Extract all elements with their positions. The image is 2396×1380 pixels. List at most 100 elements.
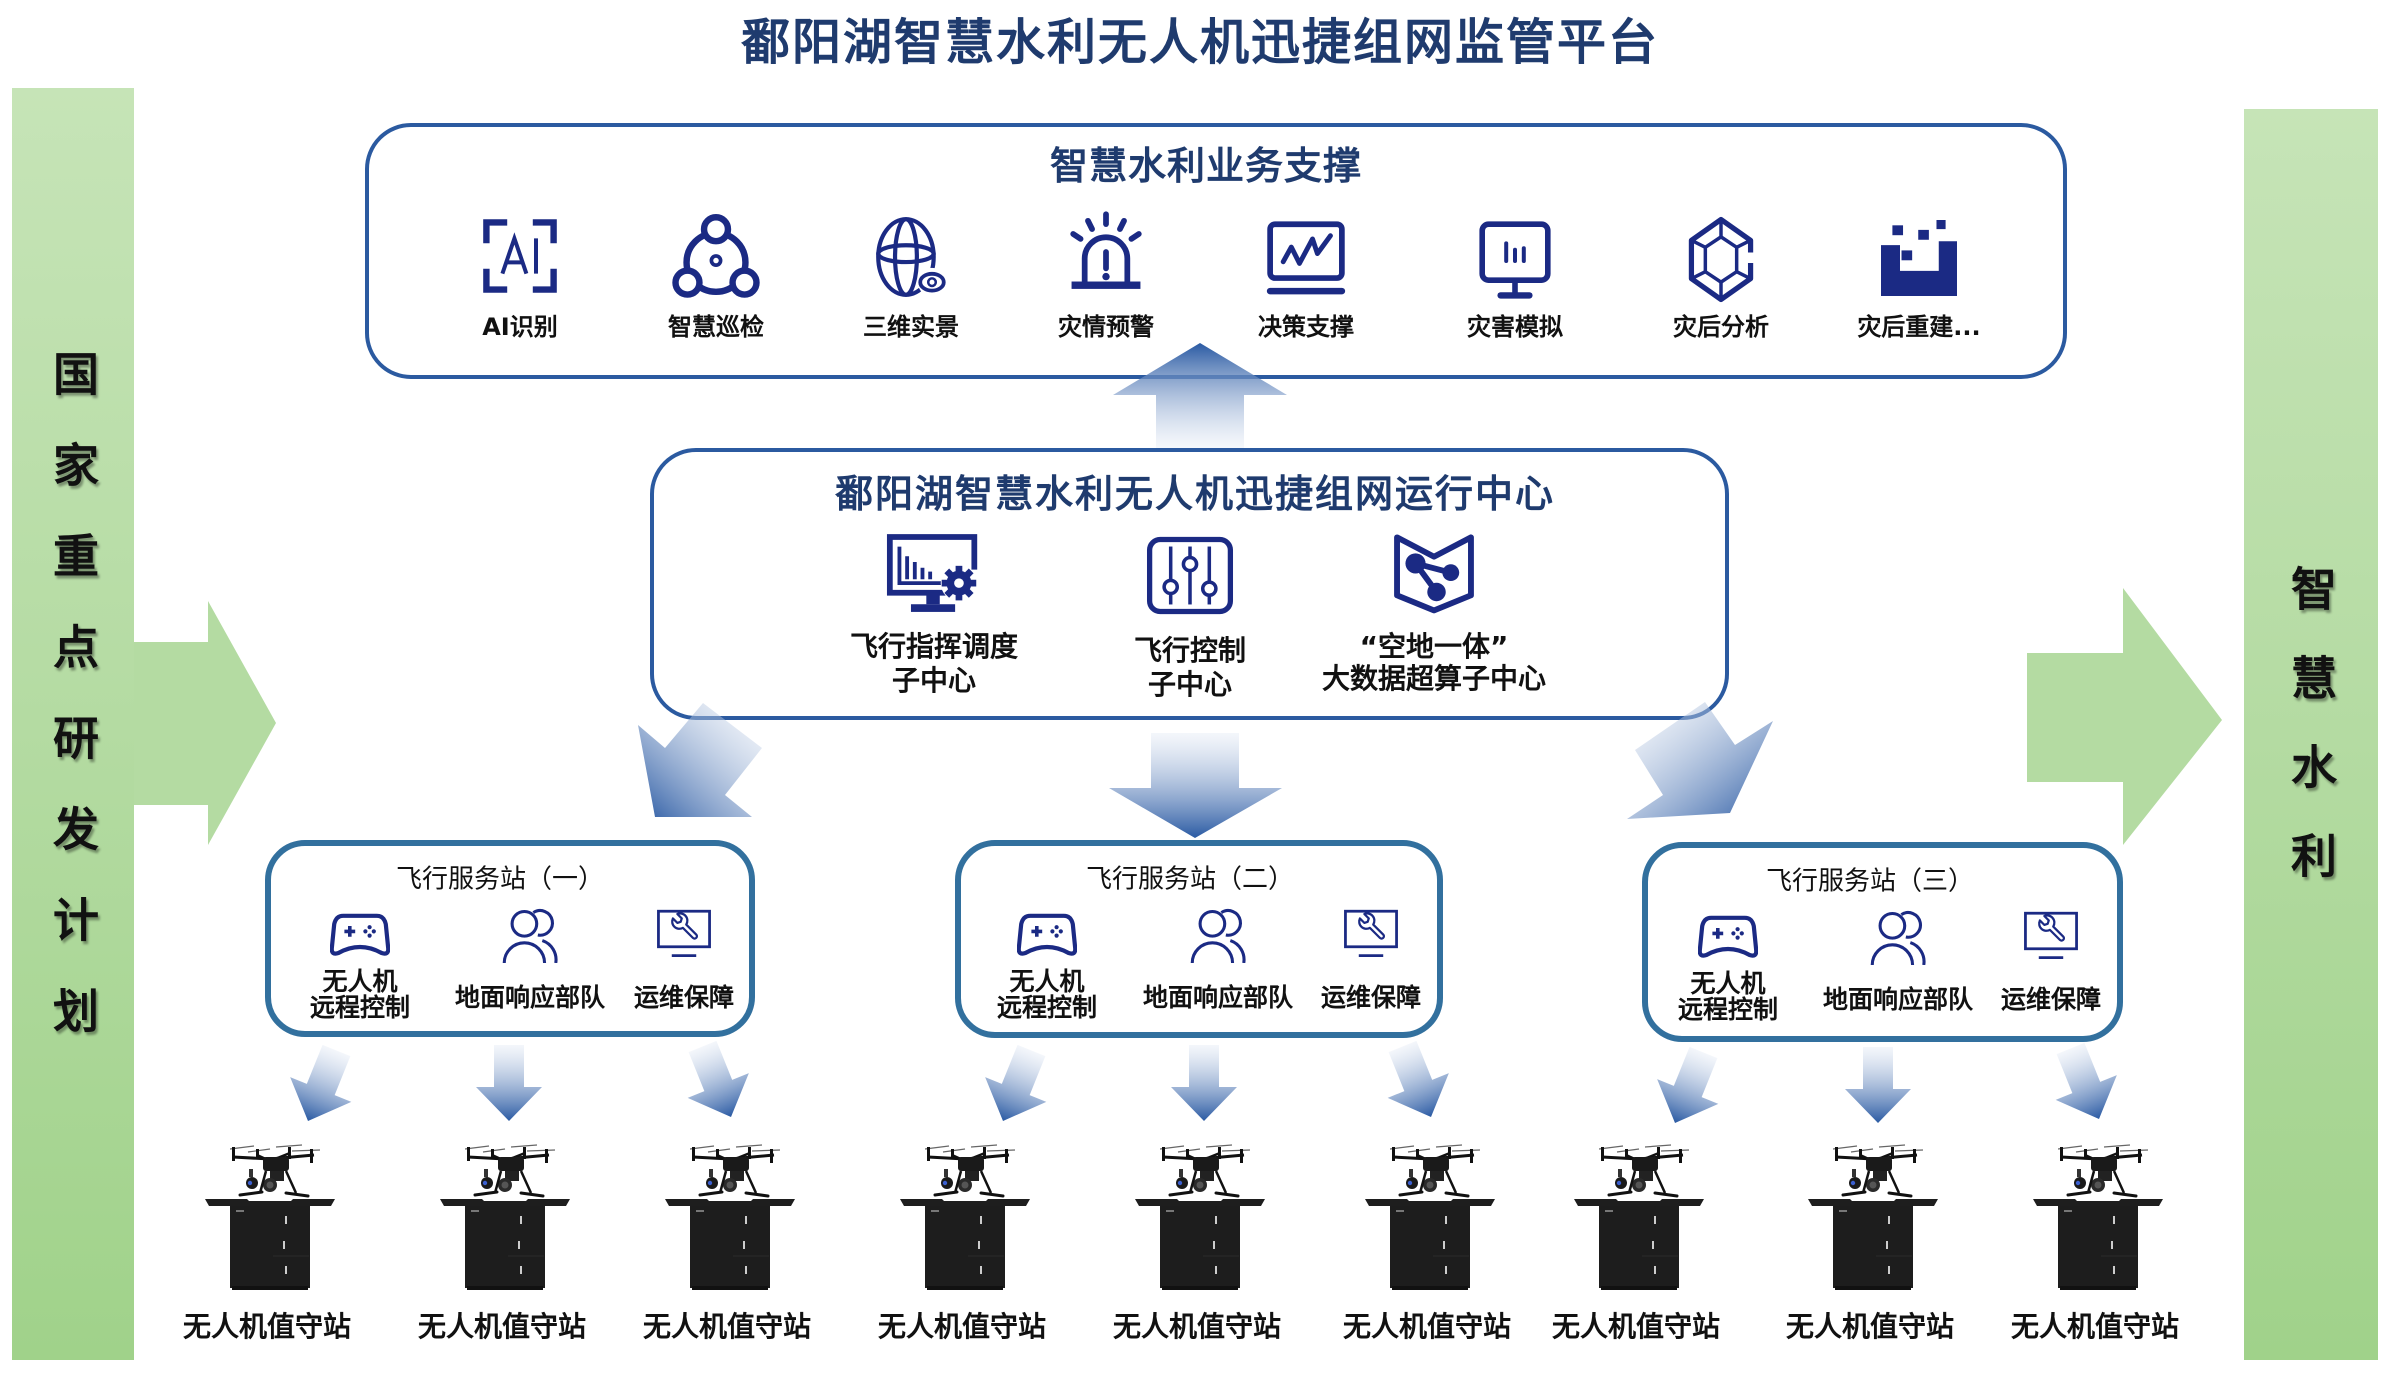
monitor-wrench-icon xyxy=(656,909,712,959)
business-item-disaster-warning: 灾情预警 xyxy=(1031,207,1181,347)
sub-center-label-line1: “空地一体” xyxy=(1359,630,1509,663)
dock-cabinet-icon xyxy=(440,1198,570,1290)
drone-station-label: 无人机值守站 xyxy=(1551,1310,1720,1343)
page-title: 鄱阳湖智慧水利无人机迅捷组网监管平台 xyxy=(740,14,1660,72)
drone-icon xyxy=(1390,1143,1480,1199)
station-title: 飞行服务站（二） xyxy=(1085,864,1295,895)
business-item-label: 灾后分析 xyxy=(1673,313,1769,341)
smart-water-arrow xyxy=(2027,588,2222,845)
station-title: 飞行服务站（三） xyxy=(1765,866,1975,897)
dock-cabinet-icon xyxy=(1365,1198,1495,1290)
business-item-label: 灾后重建... xyxy=(1857,313,1981,341)
business-item-decision-support: 决策支撑 xyxy=(1231,207,1381,347)
left-pillar-label: 国家重点研发计划 xyxy=(46,350,100,1078)
operation-center-title: 鄱阳湖智慧水利无人机迅捷组网运行中心 xyxy=(834,472,1556,517)
dock-cabinet-icon xyxy=(1574,1198,1704,1290)
station-item-label-line1: 无人机 xyxy=(322,967,398,996)
right-pillar-smart-water: 智慧水利 xyxy=(2244,109,2378,1360)
drone-station-label: 无人机值守站 xyxy=(1112,1310,1281,1343)
drone-station-label: 无人机值守站 xyxy=(1785,1310,1954,1343)
gamepad-icon xyxy=(1017,912,1077,958)
sub-center-label-line2: 子中心 xyxy=(1147,668,1232,701)
arrow-to-drone-station-8 xyxy=(1845,1047,1911,1123)
flight-service-station-2: 飞行服务站（二） 无人机 远程控制 地面响应部队 运维保障 xyxy=(955,840,1443,1038)
business-item-label: AI识别 xyxy=(482,313,558,341)
dock-cabinet-icon xyxy=(1808,1198,1938,1290)
users-icon xyxy=(1870,909,1926,965)
arrow-shape xyxy=(985,1044,1047,1121)
drone-duty-station: 无人机值守站 xyxy=(2011,1140,2179,1350)
arrow-shape xyxy=(1657,1046,1719,1123)
dock-cabinet-icon xyxy=(205,1198,335,1290)
monitor-wrench-icon xyxy=(2023,911,2079,961)
drone-icon xyxy=(465,1143,555,1199)
drone-station-label: 无人机值守站 xyxy=(417,1310,586,1343)
dock-cabinet-icon xyxy=(665,1198,795,1290)
business-item-ai-recognition: AI识别 xyxy=(445,207,595,347)
crystal-icon xyxy=(1686,216,1756,303)
arrow-to-station-2 xyxy=(1109,733,1282,838)
drone-station-label: 无人机值守站 xyxy=(2010,1310,2179,1343)
drone-duty-station: 无人机值守站 xyxy=(643,1140,811,1350)
station-item-maintenance: 运维保障 xyxy=(604,901,764,1031)
arrow-shape xyxy=(290,1044,352,1121)
arrow-shape xyxy=(476,1045,542,1121)
station-item-ground-response: 地面响应部队 xyxy=(450,901,610,1031)
drone-duty-station: 无人机值守站 xyxy=(878,1140,1046,1350)
drone-duty-station: 无人机值守站 xyxy=(1786,1140,1954,1350)
drone-duty-station: 无人机值守站 xyxy=(418,1140,586,1350)
sub-center-flight-control: 飞行控制 子中心 xyxy=(1060,534,1320,714)
arrow-shape xyxy=(1171,1045,1237,1121)
sub-center-label-line1: 飞行指挥调度 xyxy=(849,630,1018,663)
drone-icon xyxy=(690,1143,780,1199)
business-item-post-disaster-analysis: 灾后分析 xyxy=(1646,207,1796,347)
station-item-label-line1: 无人机 xyxy=(1009,967,1085,996)
arrow-shape xyxy=(1845,1047,1911,1123)
dock-cabinet-icon xyxy=(2033,1198,2163,1290)
arrow-shape xyxy=(2055,1042,2117,1119)
users-icon xyxy=(502,907,558,963)
sliders-icon xyxy=(1146,536,1234,615)
trend-monitor-icon xyxy=(1265,221,1347,296)
business-item-label: 灾害模拟 xyxy=(1467,313,1563,341)
dock-cabinet-icon xyxy=(900,1198,1030,1290)
business-item-label: 决策支撑 xyxy=(1258,313,1354,341)
station-item-label: 运维保障 xyxy=(1320,983,1421,1012)
business-support-panel: 智慧水利业务支撑 AI识别 智慧巡检 三维实景 灾情预警 决策支撑 灾害模拟 灾… xyxy=(365,123,2067,379)
drone-icon xyxy=(2058,1143,2148,1199)
arrow-to-drone-station-6 xyxy=(1387,1040,1449,1117)
arrow-to-drone-station-9 xyxy=(2055,1042,2117,1119)
business-support-title: 智慧水利业务支撑 xyxy=(1049,144,1363,189)
arrow-shape xyxy=(687,1040,749,1117)
station-item-label-line2: 远程控制 xyxy=(1677,995,1778,1024)
station-item-label: 地面响应部队 xyxy=(1142,983,1293,1012)
business-item-smart-patrol: 智慧巡检 xyxy=(641,207,791,347)
station-item-ground-response: 地面响应部队 xyxy=(1818,903,1978,1033)
operation-center-panel: 鄱阳湖智慧水利无人机迅捷组网运行中心 飞行指挥调度 子中心 飞行控制 子中心 “… xyxy=(650,448,1729,720)
right-pillar-label: 智慧水利 xyxy=(2284,565,2338,921)
station-item-label-line2: 远程控制 xyxy=(309,993,410,1022)
station-item-ground-response: 地面响应部队 xyxy=(1138,901,1298,1031)
shield-share-icon xyxy=(1392,533,1476,614)
users-icon xyxy=(1190,907,1246,963)
flight-service-station-1: 飞行服务站（一） 无人机 远程控制 地面响应部队 运维保障 xyxy=(265,840,755,1037)
business-item-3d-reality: 三维实景 xyxy=(836,207,986,347)
station-item-remote-control: 无人机 远程控制 xyxy=(967,901,1127,1031)
arrow-to-drone-station-5 xyxy=(1171,1045,1237,1121)
sub-center-label-line2: 子中心 xyxy=(891,664,976,697)
drone-icon xyxy=(925,1143,1015,1199)
sub-center-big-data: “空地一体” 大数据超算子中心 xyxy=(1304,530,1564,710)
drone-duty-station: 无人机值守站 xyxy=(183,1140,351,1350)
national-program-arrow xyxy=(134,601,276,845)
station-item-remote-control: 无人机 远程控制 xyxy=(280,901,440,1031)
drone-duty-station: 无人机值守站 xyxy=(1552,1140,1720,1350)
drone-station-label: 无人机值守站 xyxy=(1342,1310,1511,1343)
arrow-to-station-1 xyxy=(638,703,762,817)
arrow-shape xyxy=(1387,1040,1449,1117)
drone-duty-station: 无人机值守站 xyxy=(1343,1140,1511,1350)
globe-eye-icon xyxy=(869,215,953,299)
monitor-bars-icon xyxy=(1479,221,1551,301)
station-item-label-line2: 远程控制 xyxy=(996,993,1097,1022)
business-item-label: 智慧巡检 xyxy=(668,313,764,341)
drone-duty-station: 无人机值守站 xyxy=(1113,1140,1281,1350)
